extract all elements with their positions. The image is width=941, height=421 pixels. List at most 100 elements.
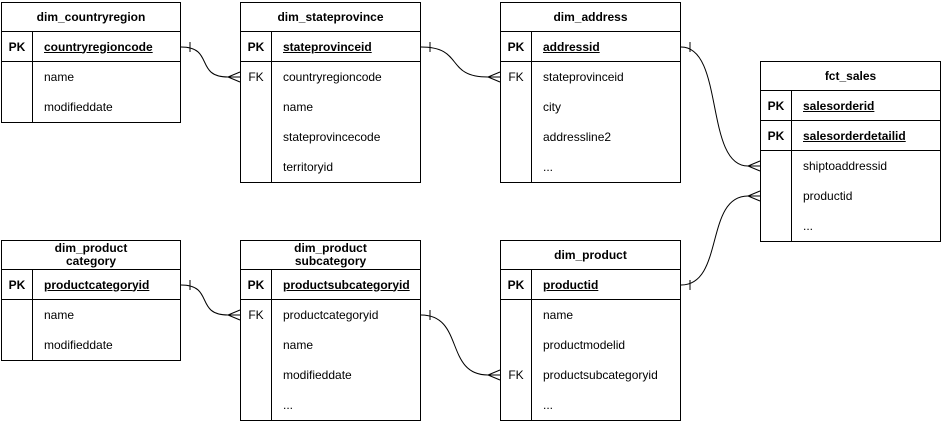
field-list: name modifieddate	[2, 300, 180, 360]
pk-field-name: salesorderdetailid	[803, 128, 906, 143]
field-row: modifieddate	[241, 360, 420, 390]
gutter-cell	[2, 92, 33, 122]
table-fct-sales[interactable]: fct_sales PK salesorderid PK salesorderd…	[760, 61, 941, 242]
field-row: name	[241, 92, 420, 122]
gutter-cell	[2, 62, 33, 92]
gutter-cell	[241, 330, 272, 360]
table-title: dim_stateprovince	[241, 3, 420, 32]
table-dim-stateprovince[interactable]: dim_stateprovince PK stateprovinceid FK …	[240, 2, 421, 183]
pk-field-name: addressid	[543, 39, 600, 54]
field-list: shiptoaddressid productid ...	[761, 151, 940, 241]
table-dim-productcategory[interactable]: dim_product category PK productcategoryi…	[1, 240, 181, 361]
pk-row: PK productsubcategoryid	[241, 270, 420, 300]
gutter-cell	[501, 330, 532, 360]
field-list: FK stateprovinceid city addressline2 ...	[501, 62, 680, 182]
connector-product-fctsales	[680, 190, 761, 290]
field-name: addressline2	[543, 130, 612, 144]
field-name: modifieddate	[283, 368, 352, 382]
field-name: city	[543, 100, 561, 114]
field-name: modifieddate	[44, 338, 113, 352]
table-title: dim_product category	[2, 241, 180, 270]
field-name: productmodelid	[543, 338, 626, 352]
pk-badge: PK	[761, 91, 792, 120]
gutter-cell	[241, 360, 272, 390]
field-name: stateprovincecode	[283, 130, 381, 144]
field-row: name	[2, 62, 180, 92]
pk-field-name: countryregioncode	[44, 39, 153, 54]
pk-row: PK productcategoryid	[2, 270, 180, 300]
field-name: name	[283, 338, 314, 352]
gutter-cell	[2, 330, 33, 360]
table-title: fct_sales	[761, 62, 940, 91]
table-title: dim_product	[501, 241, 680, 270]
field-name: ...	[543, 160, 554, 174]
field-row: stateprovincecode	[241, 122, 420, 152]
connector-countryregion-stateprovince	[180, 42, 241, 83]
field-row: name	[241, 330, 420, 360]
field-list: FK productcategoryid name modifieddate .…	[241, 300, 420, 420]
pk-badge: PK	[241, 32, 272, 61]
field-row: ...	[241, 390, 420, 420]
fk-badge: FK	[501, 62, 532, 92]
relationship-line	[680, 195, 749, 286]
gutter-cell	[241, 390, 272, 420]
table-dim-countryregion[interactable]: dim_countryregion PK countryregioncode n…	[1, 2, 181, 123]
table-title: dim_product subcategory	[241, 241, 420, 270]
field-row: city	[501, 92, 680, 122]
relationship-line	[180, 284, 229, 316]
connector-address-fctsales	[680, 42, 761, 172]
field-row: modifieddate	[2, 330, 180, 360]
table-title: dim_countryregion	[2, 3, 180, 32]
field-row: productmodelid	[501, 330, 680, 360]
gutter-cell	[241, 92, 272, 122]
field-row: FK productsubcategoryid	[501, 360, 680, 390]
field-name: name	[44, 308, 75, 322]
field-name: territoryid	[283, 160, 334, 174]
relationship-line	[680, 46, 749, 167]
crows-foot-many-marker	[486, 71, 501, 83]
field-row: territoryid	[241, 152, 420, 182]
pk-field-name: productid	[543, 277, 599, 292]
fk-badge: FK	[241, 62, 272, 92]
field-name: countryregioncode	[283, 70, 382, 84]
field-row: addressline2	[501, 122, 680, 152]
connector-productsubcategory-product	[420, 310, 501, 381]
field-name: ...	[803, 219, 814, 233]
pk-row: PK stateprovinceid	[241, 32, 420, 62]
field-list: name modifieddate	[2, 62, 180, 122]
pk-badge: PK	[501, 32, 532, 61]
field-row: productid	[761, 181, 940, 211]
gutter-cell	[761, 181, 792, 211]
field-row: name	[501, 300, 680, 330]
field-name: shiptoaddressid	[803, 159, 888, 173]
gutter-cell	[501, 152, 532, 182]
field-name: name	[283, 100, 314, 114]
table-dim-product[interactable]: dim_product PK productid name productmod…	[500, 240, 681, 421]
pk-field-name: stateprovinceid	[283, 39, 372, 54]
crows-foot-many-marker	[486, 369, 501, 381]
relationship-line	[420, 314, 489, 376]
field-name: modifieddate	[44, 100, 113, 114]
pk-badge: PK	[761, 121, 792, 150]
pk-field-name: salesorderid	[803, 98, 875, 113]
field-row: name	[2, 300, 180, 330]
pk-field-name: productsubcategoryid	[283, 277, 410, 292]
fk-badge: FK	[501, 360, 532, 390]
crows-foot-many-marker	[226, 71, 241, 83]
field-list: name productmodelid FK productsubcategor…	[501, 300, 680, 420]
field-row: ...	[761, 211, 940, 241]
gutter-cell	[501, 92, 532, 122]
field-row: FK productcategoryid	[241, 300, 420, 330]
connector-stateprovince-address	[420, 42, 501, 83]
gutter-cell	[501, 300, 532, 330]
pk-badge: PK	[501, 270, 532, 299]
fk-badge: FK	[241, 300, 272, 330]
gutter-cell	[501, 390, 532, 420]
table-dim-productsubcategory[interactable]: dim_product subcategory PK productsubcat…	[240, 240, 421, 421]
field-name: name	[543, 308, 574, 322]
field-row: ...	[501, 152, 680, 182]
relationship-line	[420, 46, 489, 78]
table-dim-address[interactable]: dim_address PK addressid FK stateprovinc…	[500, 2, 681, 183]
pk-field-name: productcategoryid	[44, 277, 150, 292]
